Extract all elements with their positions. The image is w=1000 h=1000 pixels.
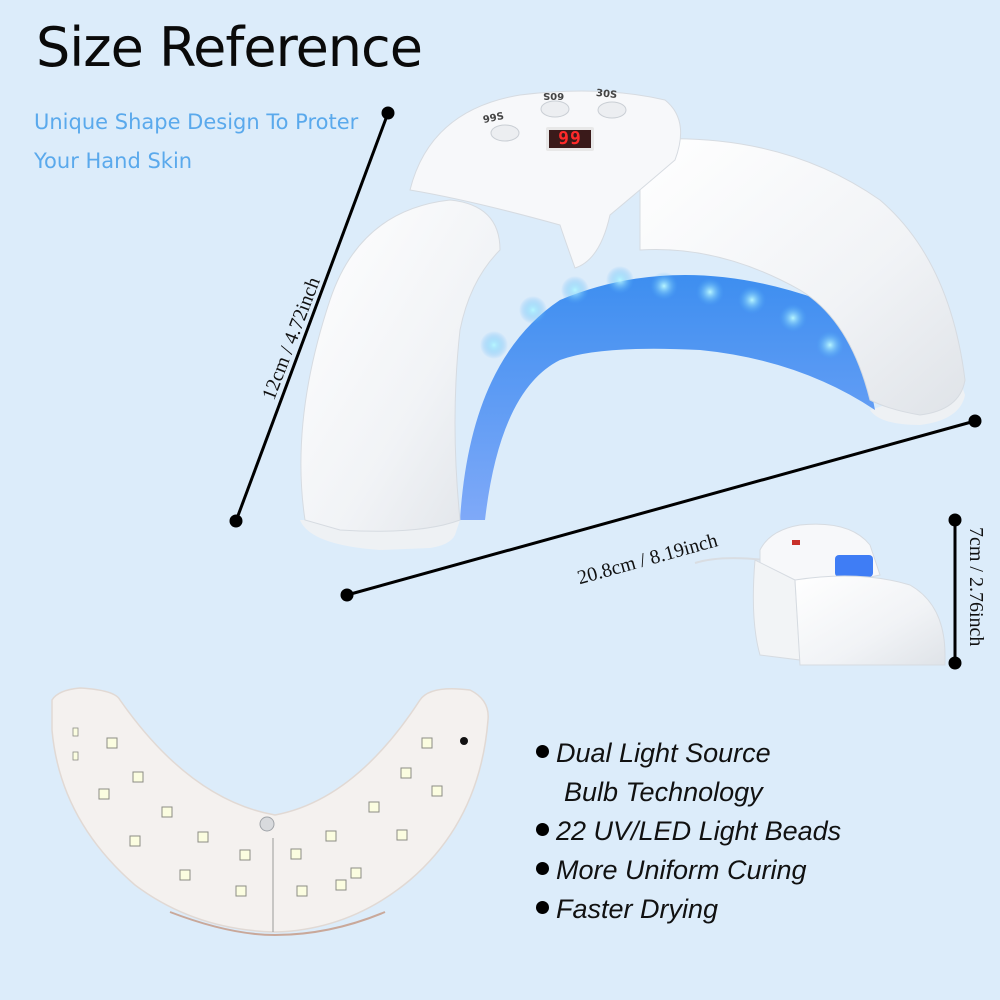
bullet-icon: [536, 823, 549, 836]
dimension-lines: [229, 106, 982, 670]
uv-led-glow: [480, 266, 844, 359]
button-label-30s: 30S: [595, 87, 618, 102]
timer-display: 99: [546, 127, 594, 151]
bullet-icon: [536, 862, 549, 875]
feature-item: Dual Light Source: [536, 734, 841, 773]
subtitle-line-1: Unique Shape Design To Proter: [34, 110, 359, 134]
led-underside-view: [51, 687, 489, 937]
button-label-60s: 60S: [543, 90, 565, 101]
timer-button-99s: [490, 124, 520, 142]
bullet-icon: [536, 745, 549, 758]
bullet-icon: [536, 901, 549, 914]
feature-item: More Uniform Curing: [536, 851, 841, 890]
side-view-lamp: [694, 523, 946, 666]
feature-text: Faster Drying: [556, 894, 719, 924]
main-lamp: [300, 90, 966, 550]
feature-text: 22 UV/LED Light Beads: [556, 816, 842, 846]
feature-text: Bulb Technology: [564, 777, 763, 807]
feature-item: Faster Drying: [536, 890, 841, 929]
depth-dimension-label: 7cm / 2.76inch: [965, 527, 987, 647]
timer-button-60s: [540, 100, 570, 118]
feature-text: Dual Light Source: [556, 738, 771, 768]
page-title: Size Reference: [36, 16, 423, 79]
feature-list: Dual Light Source Bulb Technology 22 UV/…: [536, 734, 841, 929]
feature-item-continuation: Bulb Technology: [536, 773, 841, 812]
feature-text: More Uniform Curing: [556, 855, 807, 885]
subtitle-line-2: Your Hand Skin: [34, 149, 193, 173]
feature-item: 22 UV/LED Light Beads: [536, 812, 841, 851]
timer-button-30s: [597, 101, 627, 119]
